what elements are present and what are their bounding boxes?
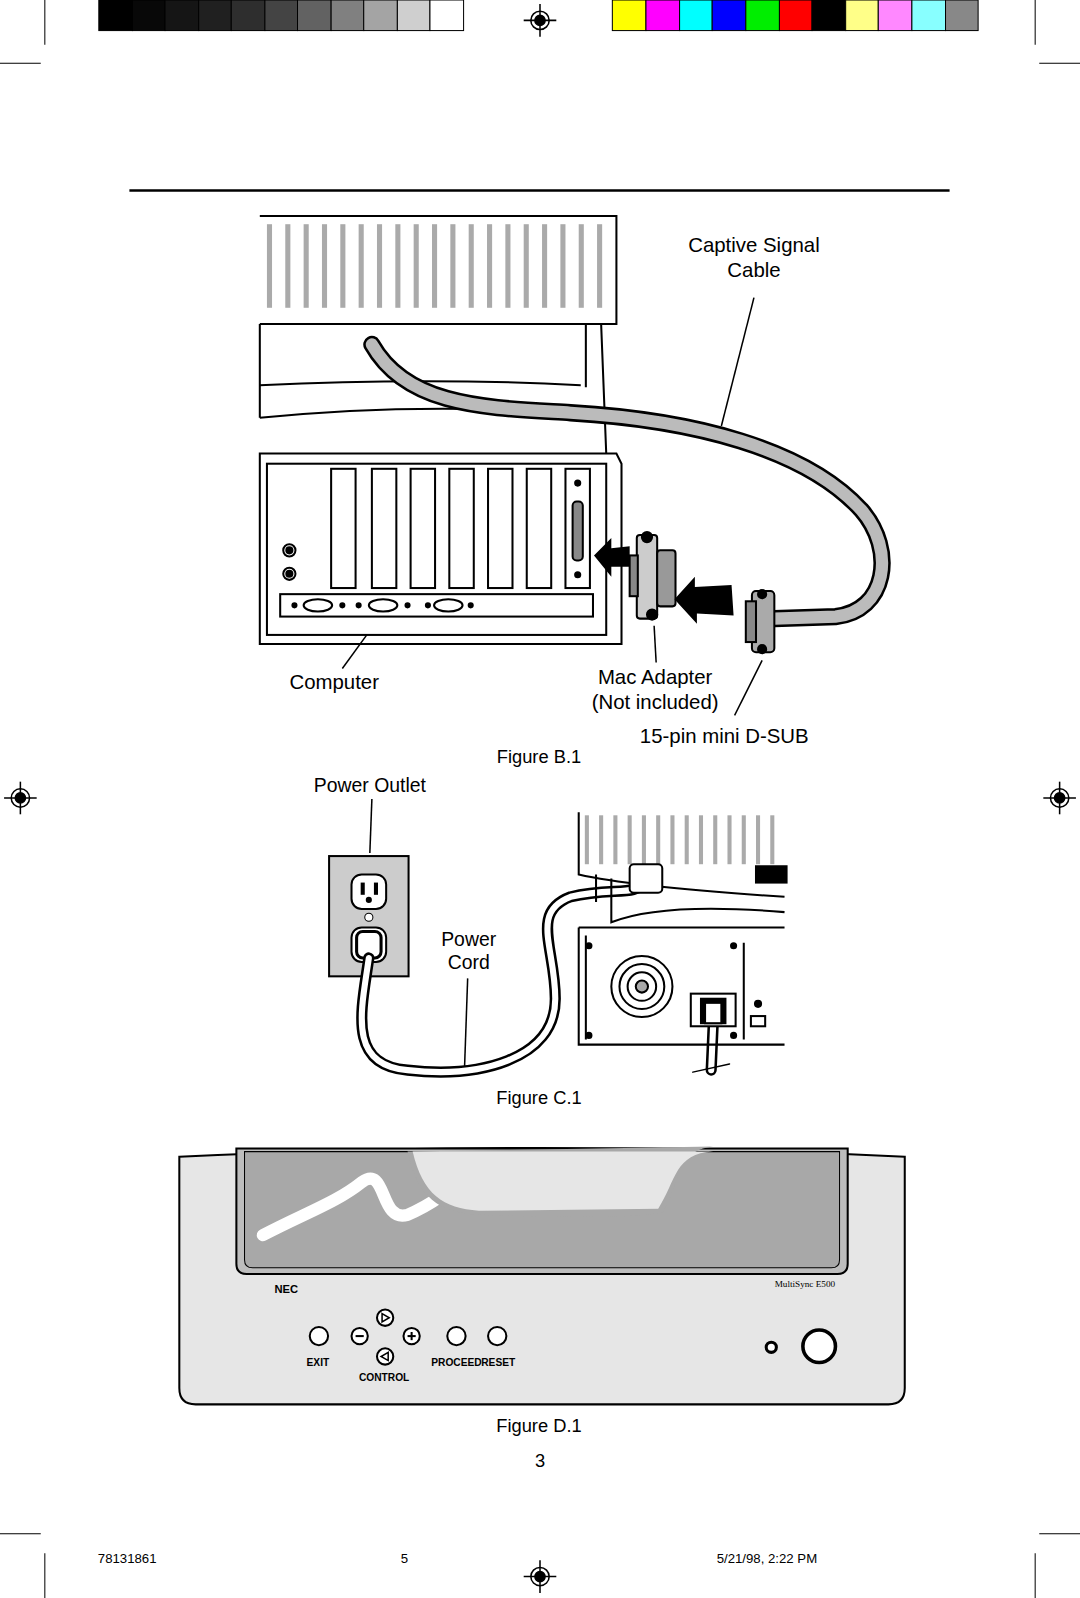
print-date: 5/21/98, 2:22 PM [717,1551,817,1567]
part-label: Mac Adapter (Not included) [584,665,727,714]
brand-logo: NEC [274,1283,298,1296]
figure-caption: Figure B.1 [497,746,581,768]
part-label: Power Outlet [314,774,426,797]
mac-adapter [630,532,676,620]
connector-label: 15-pin mini D-SUB [640,724,809,748]
monitor-back [579,812,787,1044]
part-label: Power Cord [433,928,504,975]
button-label: RESET [481,1357,515,1369]
page-number: 3 [535,1450,545,1472]
insert-arrow [594,538,734,624]
button-label: PROCEED [431,1357,481,1369]
connector-plug [746,590,775,653]
monitor-front [179,1147,904,1405]
part-label: Captive Signal Cable [672,233,835,282]
registration-mark [4,4,1076,1593]
button-label: EXIT [307,1357,330,1369]
computer [260,454,622,645]
leader-line [465,978,468,1066]
header-rule [129,189,949,192]
figure-caption: Figure C.1 [496,1087,581,1109]
model-name: MultiSync E500 [775,1279,836,1290]
leader-line [370,799,372,853]
signal-cable [372,344,882,618]
figure-caption: Figure D.1 [496,1415,581,1437]
leader-line [342,298,762,716]
calibration-bar [99,0,978,31]
sheet-number: 5 [401,1551,408,1567]
button-label: CONTROL [359,1372,409,1384]
part-label: Computer [289,670,379,694]
job-number: 78131861 [98,1551,157,1567]
